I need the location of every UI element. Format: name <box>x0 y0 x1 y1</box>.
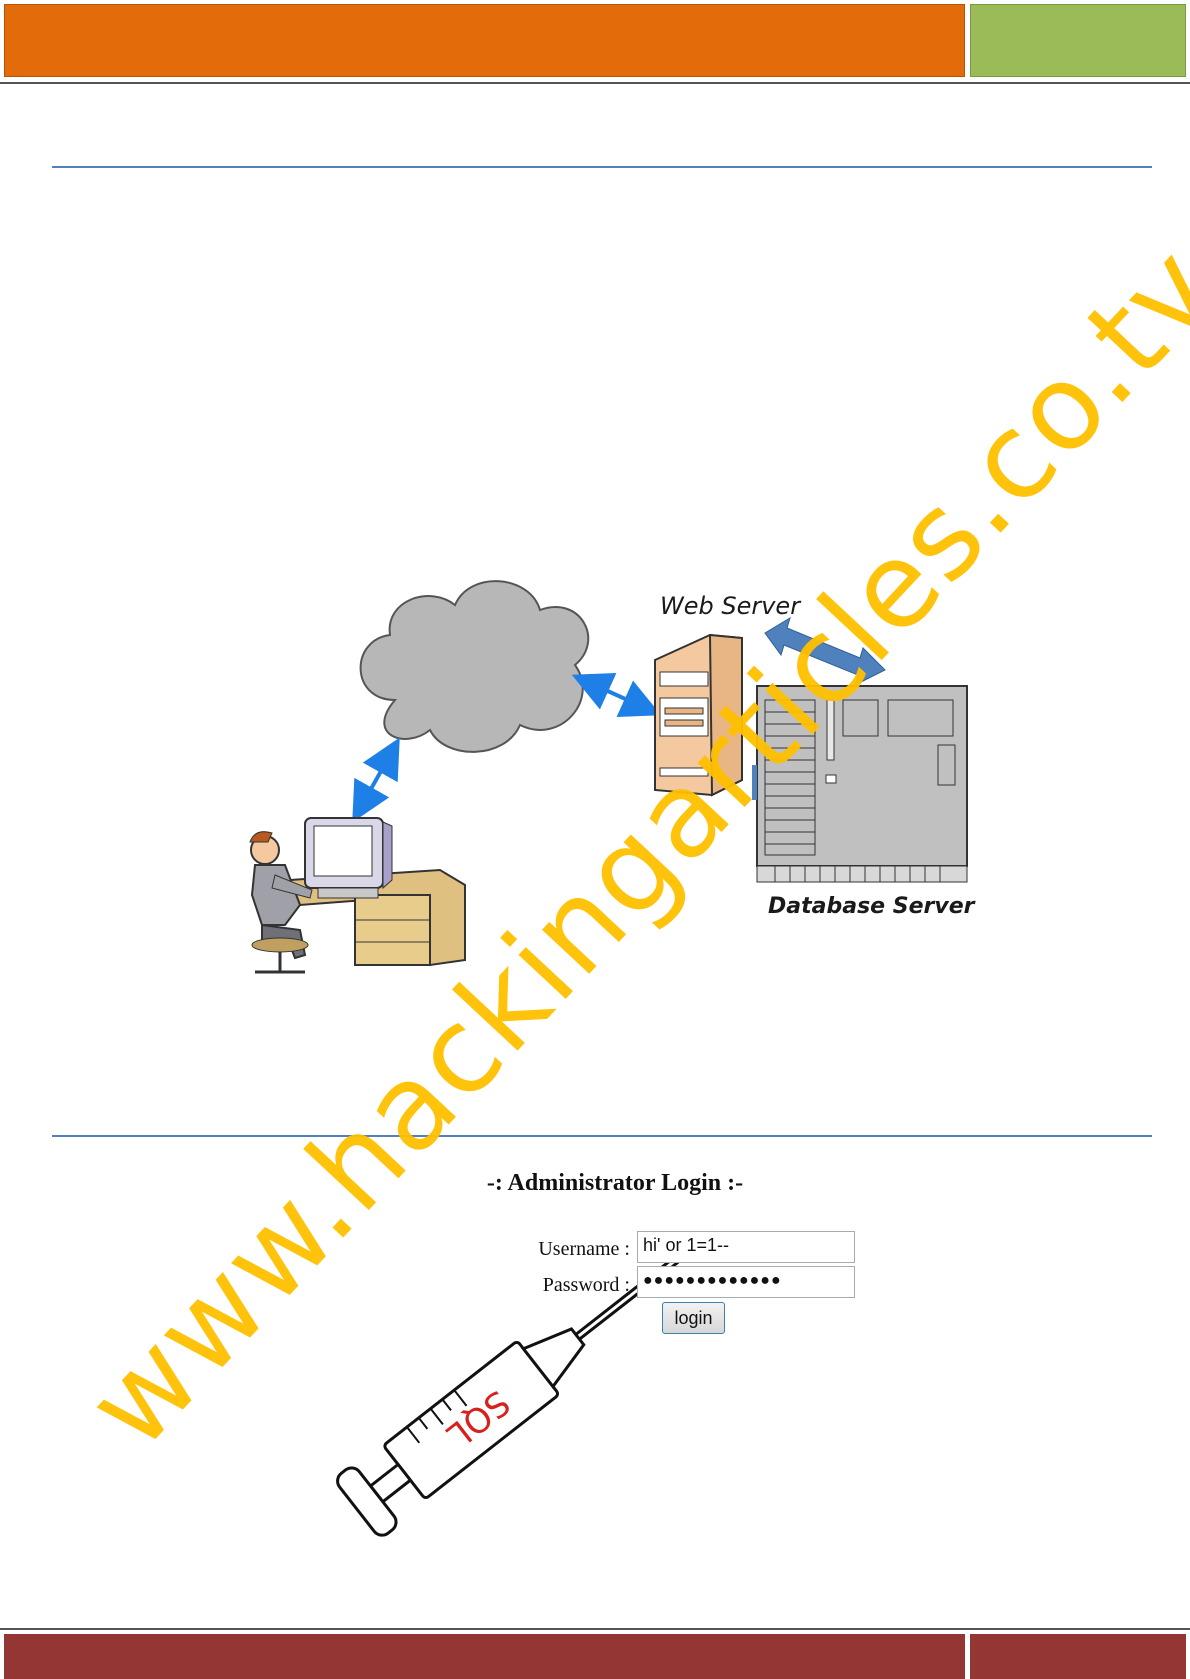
login-title: -: Administrator Login :- <box>486 1170 744 1196</box>
database-server-label: Database Server <box>768 894 975 919</box>
double-arrow-icon <box>764 616 886 686</box>
cloud-icon <box>359 580 590 753</box>
database-server-icon <box>752 685 968 883</box>
section-rule-bottom <box>52 1135 1152 1137</box>
web-server-label: Web Server <box>660 592 801 620</box>
footer-bar <box>4 1634 965 1679</box>
login-button[interactable]: login <box>662 1302 725 1334</box>
double-arrow-icon <box>571 673 662 717</box>
footer-rule <box>0 1628 1190 1630</box>
header-bar-green <box>970 4 1186 77</box>
password-label: Password : <box>542 1274 630 1296</box>
double-arrow-icon <box>352 737 400 823</box>
username-field[interactable]: hi' or 1=1-- <box>637 1231 855 1263</box>
web-server-tower-icon <box>654 633 743 797</box>
username-label: Username : <box>538 1238 630 1260</box>
header-rule <box>0 82 1190 84</box>
header-bar-orange <box>4 4 965 77</box>
password-field[interactable]: ●●●●●●●●●●●●● <box>637 1266 855 1298</box>
section-rule-top <box>52 166 1152 168</box>
user-at-computer-icon <box>249 817 466 974</box>
footer-bar-right <box>970 1634 1186 1679</box>
